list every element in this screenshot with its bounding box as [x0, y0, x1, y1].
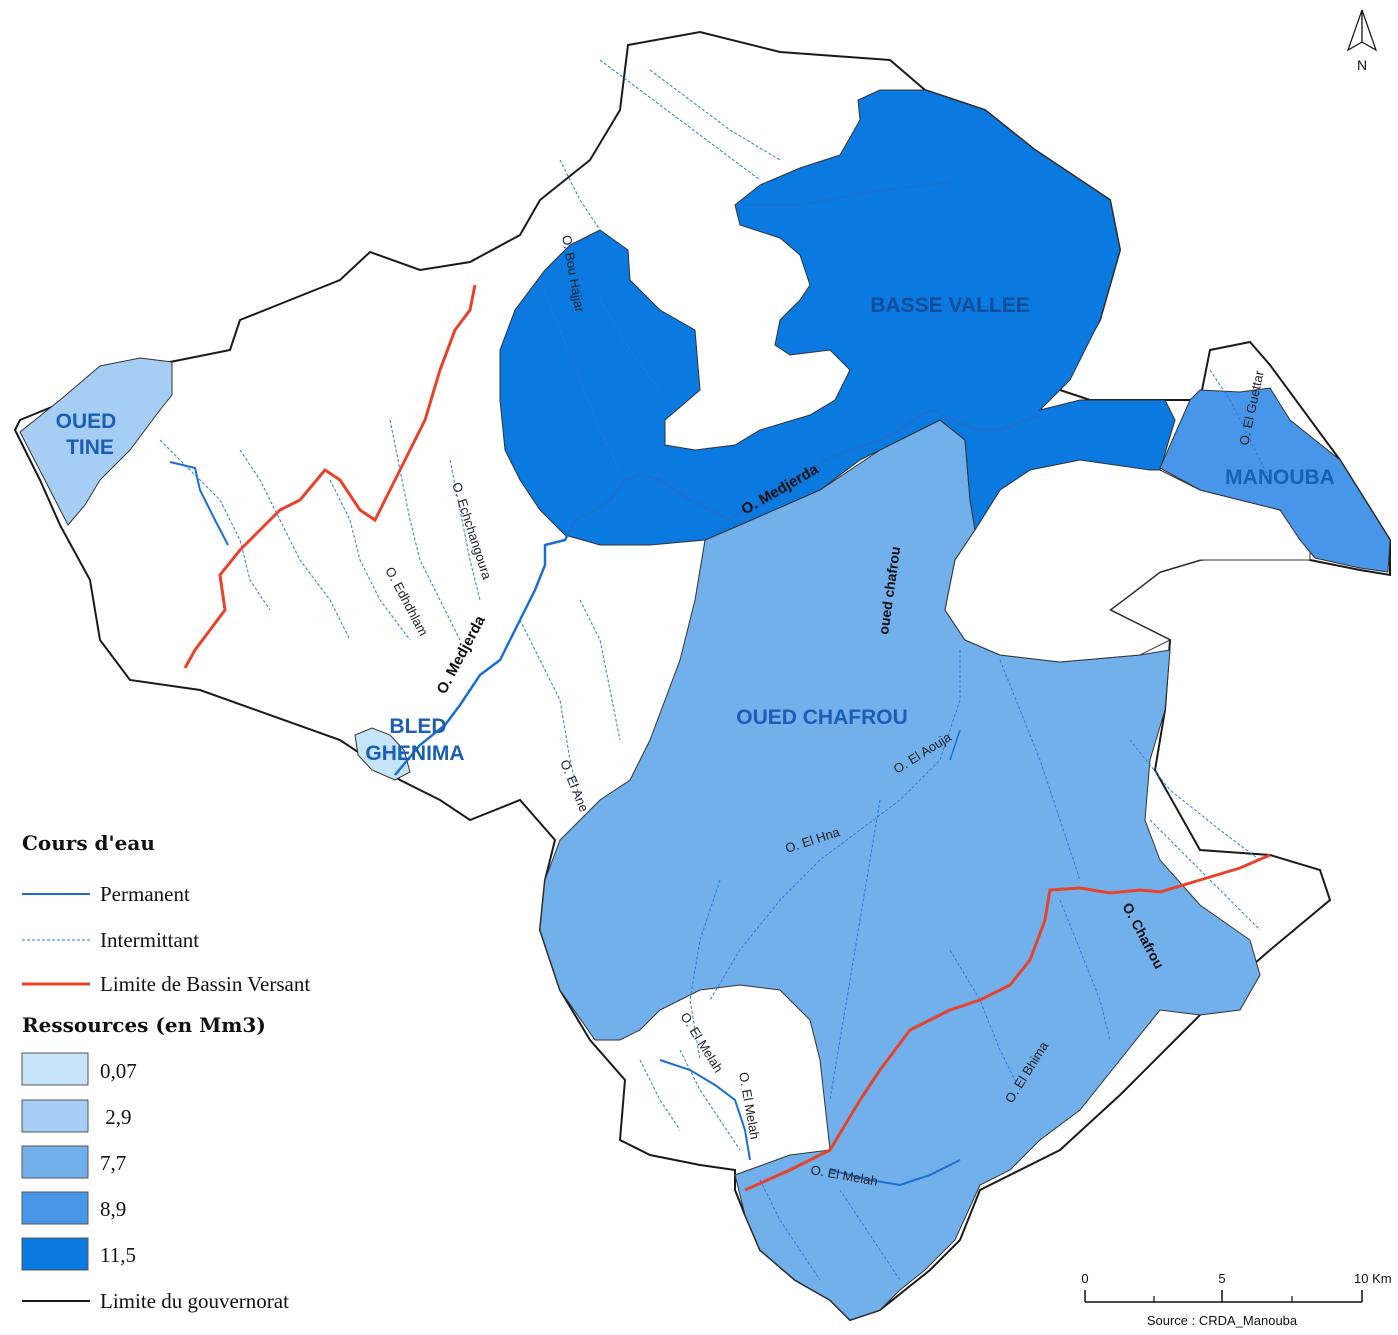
- region-bled-ghenima[interactable]: [354, 727, 411, 781]
- region-oued-tine[interactable]: [19, 357, 173, 526]
- legend-class-4: 11,5: [100, 1243, 136, 1267]
- legend-class-2: 7,7: [100, 1151, 126, 1175]
- legend-gouvernorat: Limite du gouvernorat: [100, 1289, 289, 1313]
- north-label: N: [1357, 57, 1367, 73]
- basin-limits: [183, 284, 1271, 1192]
- region-basse-vallee[interactable]: [499, 89, 1176, 546]
- legend-class-3: 8,9: [100, 1197, 126, 1221]
- legend-title-ressources: Ressources (en Mm3): [22, 1013, 266, 1037]
- scale-bar: 0 5 10 Km Source : CRDA_Manouba: [1081, 1271, 1391, 1328]
- legend: Cours d'eau Permanent Intermittant Limit…: [21, 831, 310, 1313]
- permanent-rivers: [169, 181, 1041, 1187]
- label-bled-ghenima-2: GHENIMA: [365, 742, 464, 765]
- label-bled-ghenima-1: BLED: [389, 715, 446, 738]
- region-manouba[interactable]: [1159, 387, 1391, 573]
- scale-label-0: 0: [1081, 1271, 1088, 1286]
- north-arrow-icon: [1346, 9, 1363, 52]
- legend-title-cours: Cours d'eau: [22, 831, 155, 855]
- legend-swatch-0: [21, 1052, 89, 1086]
- label-basse-vallee: BASSE VALLEE: [870, 294, 1029, 317]
- legend-swatch-2: [21, 1145, 89, 1179]
- legend-basin: Limite de Bassin Versant: [100, 972, 310, 996]
- label-oued-tine-2: TINE: [66, 436, 114, 459]
- legend-class-0: 0,07: [100, 1059, 137, 1083]
- scale-label-5: 5: [1218, 1271, 1225, 1286]
- label-manouba: MANOUBA: [1225, 466, 1335, 489]
- legend-intermittant: Intermittant: [100, 928, 199, 952]
- scale-label-10: 10 Km: [1354, 1271, 1392, 1286]
- legend-swatch-3: [21, 1191, 89, 1225]
- north-arrow: N: [1346, 9, 1378, 73]
- legend-swatch-4: [21, 1237, 89, 1271]
- source-label: Source : CRDA_Manouba: [1147, 1313, 1298, 1328]
- label-oued-chafrou: OUED CHAFROU: [736, 706, 908, 729]
- legend-class-1: 2,9: [100, 1105, 132, 1129]
- label-oued-tine-1: OUED: [56, 410, 117, 433]
- intermittent-streams: [159, 59, 1271, 1281]
- legend-permanent: Permanent: [100, 882, 190, 906]
- legend-swatch-1: [21, 1099, 89, 1133]
